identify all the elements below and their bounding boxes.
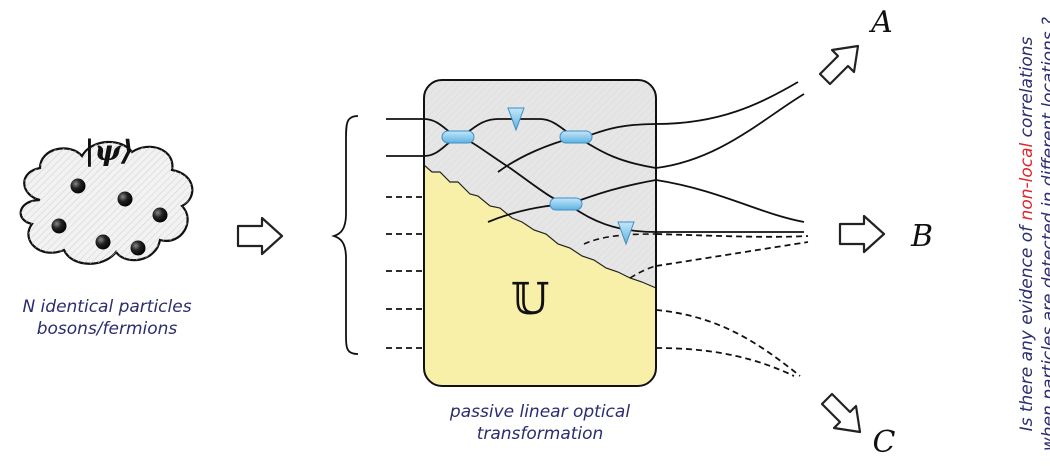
output-lines-c — [655, 309, 801, 377]
output-a-label: A — [868, 5, 893, 40]
particle — [70, 178, 86, 194]
question-part2: correlations — [1017, 36, 1037, 142]
question-line2: when particles are detected in different… — [1039, 17, 1050, 451]
transformation-caption: passive linear optical transformation — [410, 401, 670, 445]
state-label: |ψ⟩ — [84, 134, 133, 167]
particle — [95, 234, 111, 250]
particles-caption-line1: N identical particles — [22, 297, 192, 317]
phase-shifter-icon — [507, 107, 525, 132]
output-b-label: B — [910, 219, 933, 254]
question-text: Is there any evidence of non-local corre… — [1017, 17, 1050, 451]
transformation-caption-line1: passive linear optical — [449, 402, 631, 422]
particle — [117, 191, 133, 207]
transformation-box — [423, 79, 657, 387]
transformation-symbol: 𝕌 — [511, 274, 549, 325]
particle — [130, 240, 146, 256]
question-highlight: non-local — [1017, 142, 1037, 220]
beam-splitter-icon — [559, 130, 593, 144]
output-c-arrow-icon — [820, 392, 862, 434]
output-c-label: C — [873, 425, 896, 460]
particle — [152, 207, 168, 223]
particles-caption: N identical particles bosons/fermions — [0, 296, 214, 340]
particle-cloud — [19, 140, 194, 265]
beam-splitter-icon — [441, 130, 475, 144]
input-arrow-icon — [236, 216, 284, 256]
output-a-arrow-icon — [818, 44, 860, 86]
input-modes-brace-icon — [331, 115, 359, 355]
svg-text:Is there any evidence of non-l: Is there any evidence of non-local corre… — [1017, 36, 1037, 431]
output-lines-a — [655, 81, 805, 169]
output-lines-b — [655, 179, 809, 267]
question-part1: Is there any evidence of — [1017, 220, 1037, 431]
particle — [51, 218, 67, 234]
phase-shifters — [507, 107, 635, 246]
phase-shifter-icon — [617, 221, 635, 246]
output-b-arrow-icon — [838, 214, 886, 254]
transformation-caption-line2: transformation — [476, 424, 604, 444]
particles-caption-line2: bosons/fermions — [36, 319, 178, 339]
beam-splitter-icon — [549, 197, 583, 211]
input-modes — [386, 118, 424, 349]
beam-splitters — [441, 130, 593, 211]
